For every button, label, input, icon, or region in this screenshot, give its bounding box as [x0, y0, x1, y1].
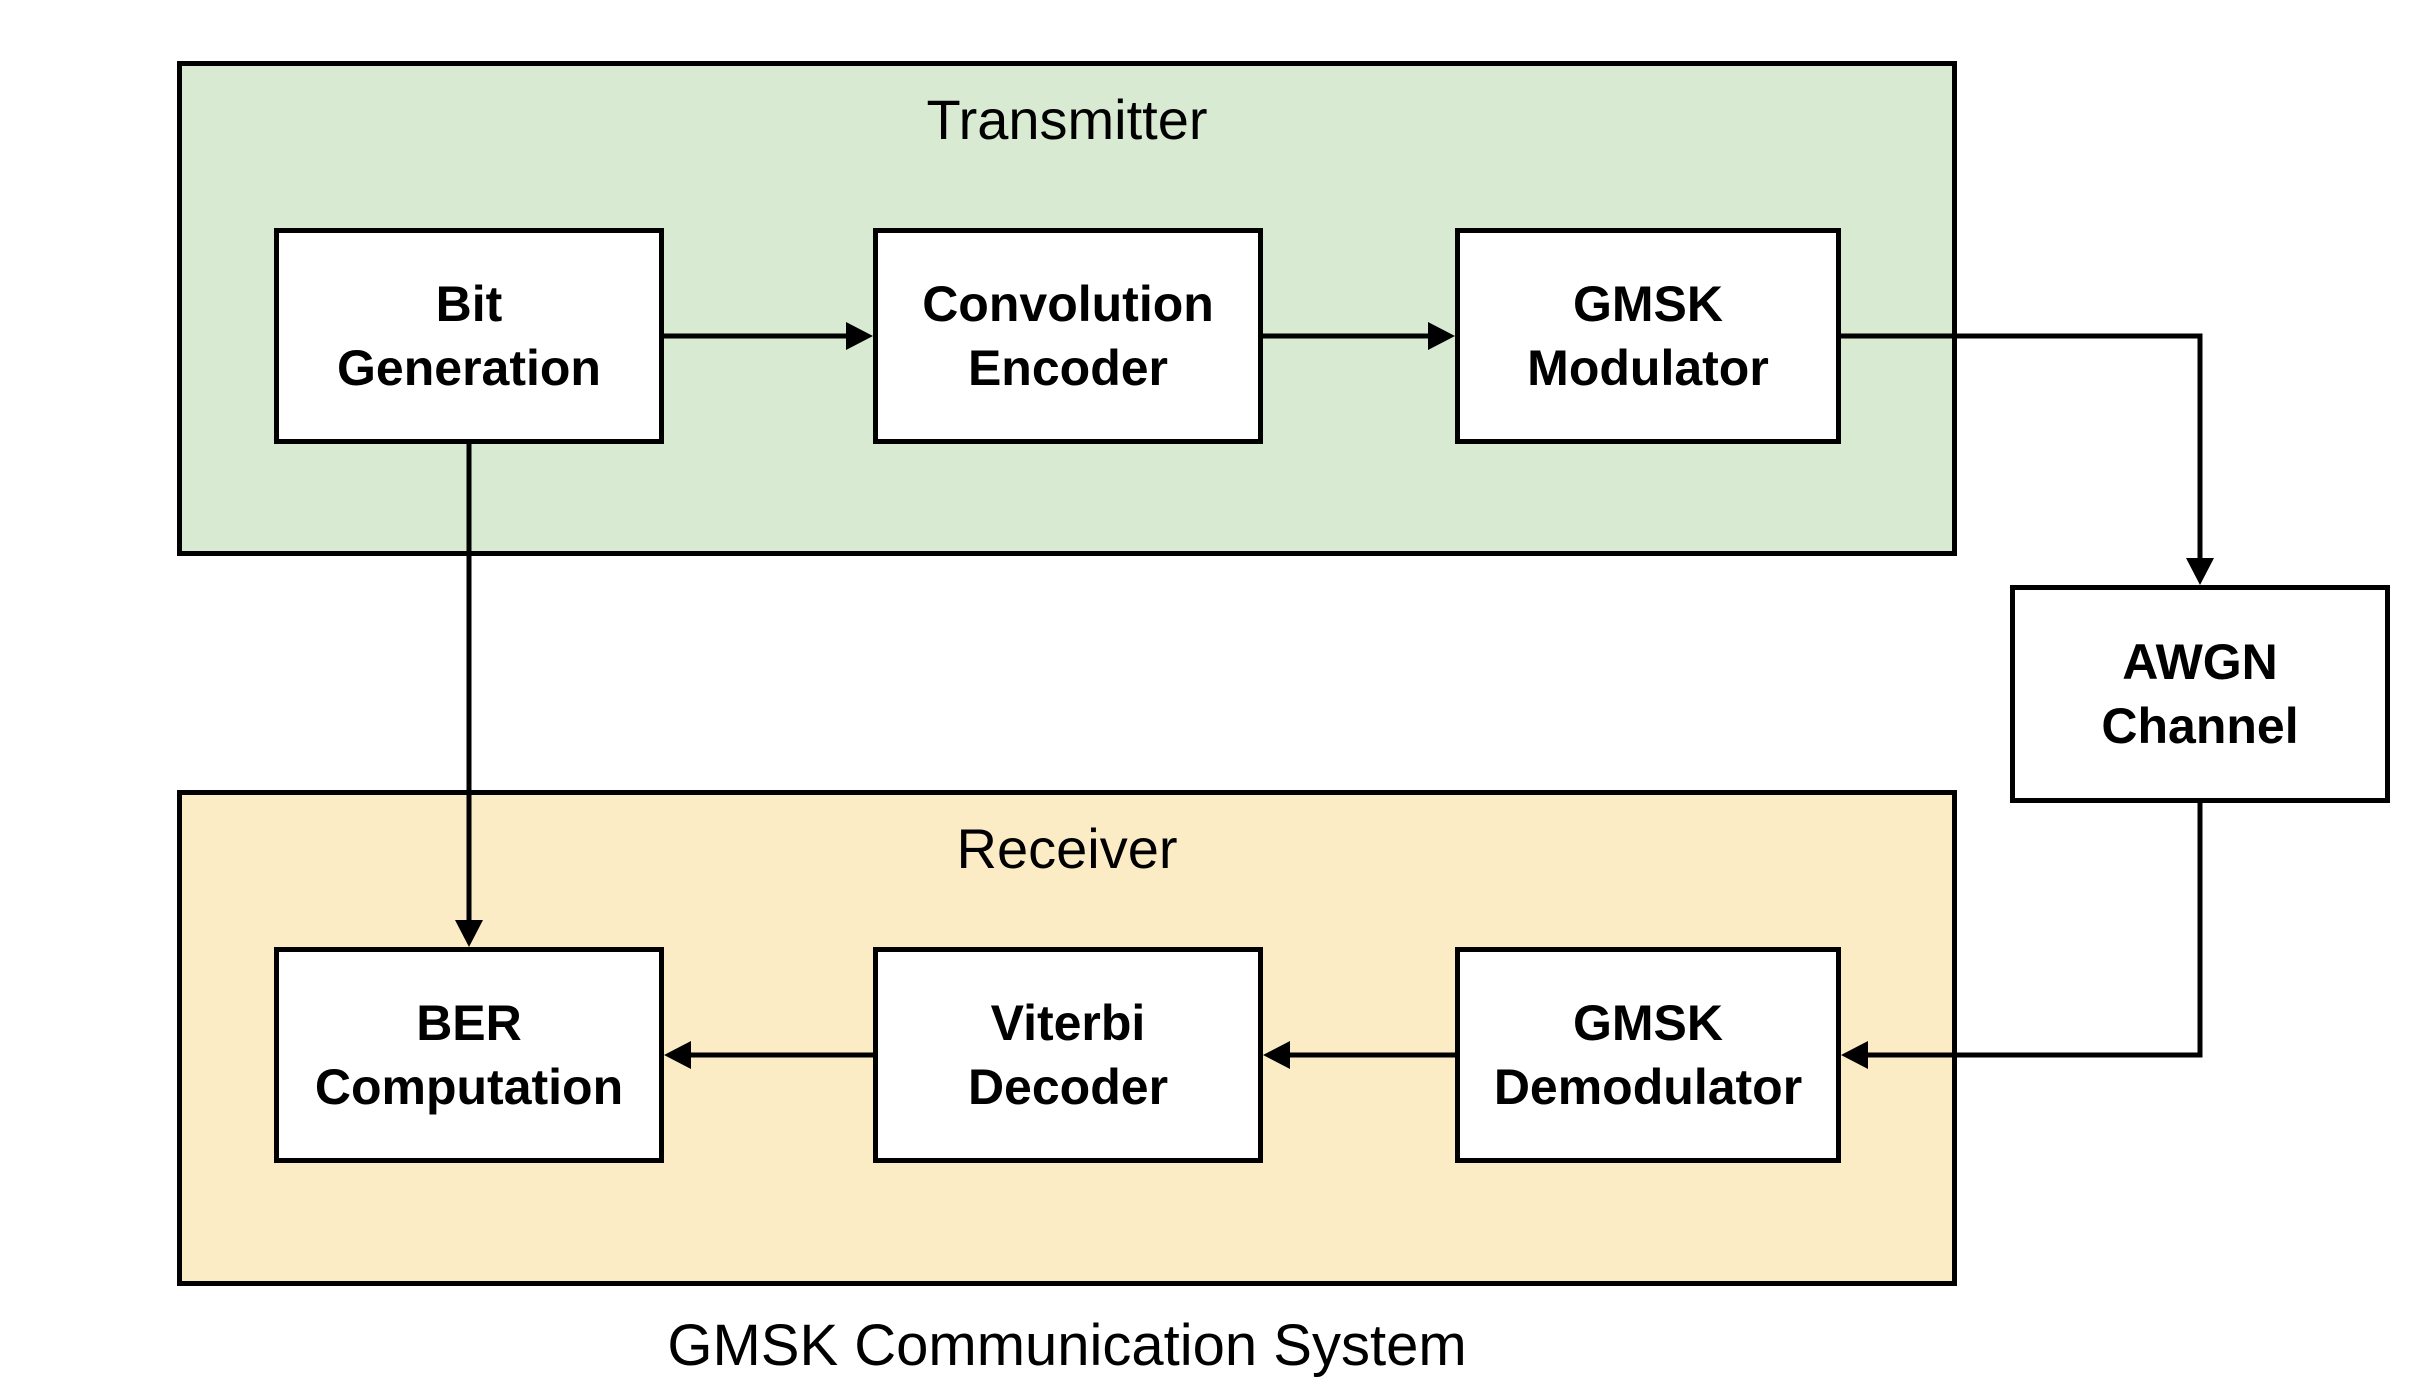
node-gmsk-demodulator-label: GMSK Demodulator	[1493, 995, 1803, 1115]
receiver-label: Receiver	[956, 817, 1178, 880]
node-ber-computation: BER Computation	[274, 947, 664, 1163]
node-bit-generation: Bit Generation	[274, 228, 664, 444]
node-awgn-channel-label: AWGN Channel	[2101, 634, 2299, 754]
node-viterbi-decoder: Viterbi Decoder	[873, 947, 1263, 1163]
node-ber-computation-label: BER Computation	[314, 995, 624, 1115]
diagram-caption: GMSK Communication System	[667, 1313, 1467, 1378]
transmitter-label: Transmitter	[926, 88, 1208, 151]
node-awgn-channel: AWGN Channel	[2010, 585, 2390, 803]
node-gmsk-modulator: GMSK Modulator	[1455, 228, 1841, 444]
node-gmsk-modulator-label: GMSK Modulator	[1527, 276, 1769, 396]
node-convolution-encoder: Convolution Encoder	[873, 228, 1263, 444]
node-convolution-encoder-label: Convolution Encoder	[922, 276, 1214, 396]
node-bit-generation-label: Bit Generation	[337, 276, 601, 396]
node-gmsk-demodulator: GMSK Demodulator	[1455, 947, 1841, 1163]
node-viterbi-decoder-label: Viterbi Decoder	[967, 995, 1169, 1115]
